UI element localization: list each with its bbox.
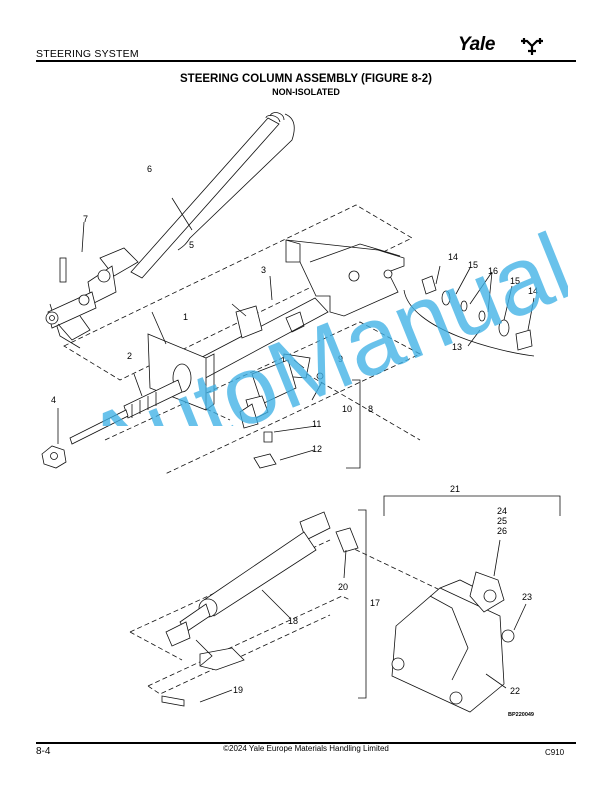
callout-5: 5	[189, 240, 194, 250]
callout-24: 24	[497, 506, 507, 516]
drawing-code: BP220049	[508, 712, 534, 718]
callout-12: 12	[312, 444, 322, 454]
callout-26: 26	[497, 526, 507, 536]
callout-16: 16	[488, 266, 498, 276]
callout-7: 7	[83, 214, 88, 224]
page-number: 8-4	[36, 746, 51, 757]
callout-4: 4	[51, 395, 56, 405]
callout-10: 10	[342, 404, 352, 414]
yale-tree-logo-icon	[521, 38, 543, 55]
callout-23: 23	[522, 592, 532, 602]
section-title: STEERING SYSTEM	[36, 48, 139, 60]
callout-17: 17	[370, 598, 380, 608]
callout-15: 15	[468, 260, 478, 270]
callout-8: 8	[368, 404, 373, 414]
callout-9: 9	[338, 354, 343, 364]
callout-2: 2	[127, 351, 132, 361]
model-code: C910	[545, 748, 565, 757]
footer-rule	[36, 742, 576, 744]
callout-1: 1	[183, 312, 188, 322]
callout-20: 20	[338, 582, 348, 592]
callout-14: 14	[448, 252, 458, 262]
copyright-notice: ©2024 Yale Europe Materials Handling Lim…	[223, 744, 389, 753]
header-rule	[36, 60, 576, 62]
callout-13: 13	[452, 342, 462, 352]
callout-15b: 15	[510, 276, 520, 286]
callout-19: 19	[233, 685, 243, 695]
yale-logo: Yale	[458, 34, 496, 55]
callout-11: 11	[312, 419, 321, 429]
figure-subtitle: NON-ISOLATED	[272, 87, 340, 97]
figure-title: STEERING COLUMN ASSEMBLY (FIGURE 8-2)	[180, 73, 432, 85]
callout-22: 22	[510, 686, 520, 696]
callout-14b: 14	[528, 286, 538, 296]
callout-21: 21	[450, 484, 460, 494]
callout-18: 18	[288, 616, 298, 626]
callout-6: 6	[147, 164, 152, 174]
callout-3: 3	[261, 265, 266, 275]
callout-25: 25	[497, 516, 507, 526]
